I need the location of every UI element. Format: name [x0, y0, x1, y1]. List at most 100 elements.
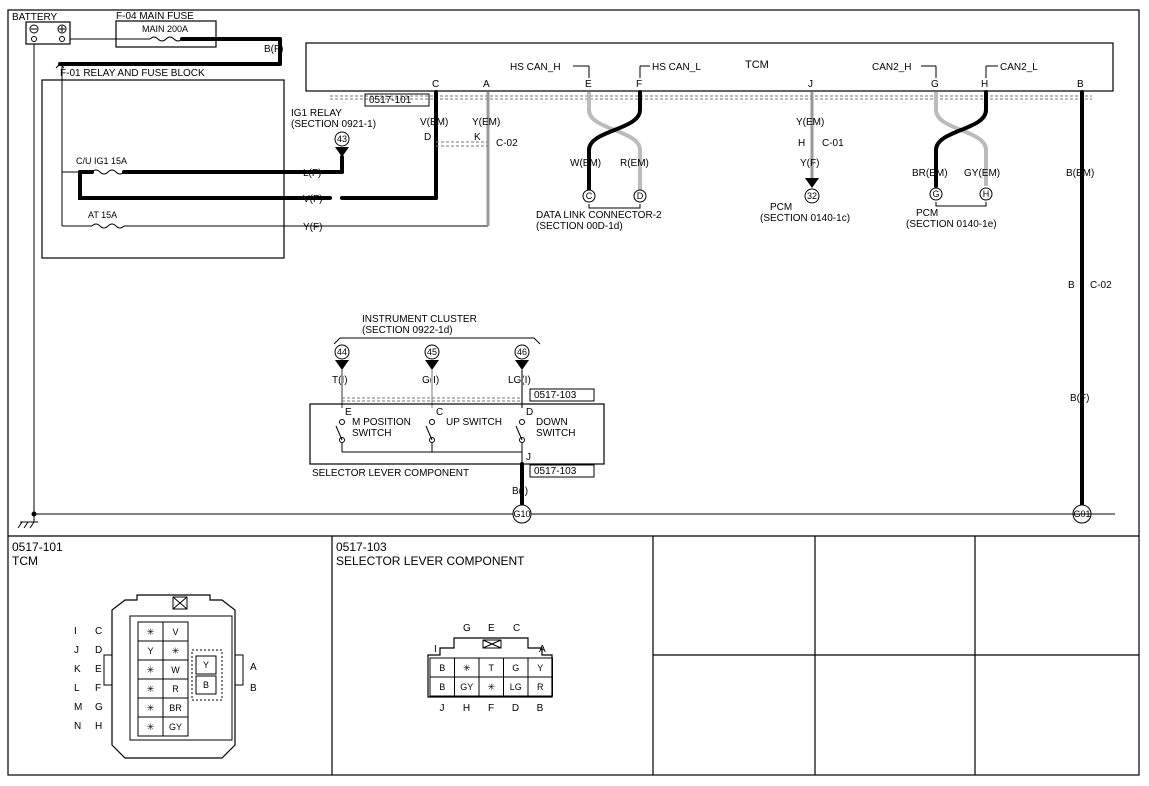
svg-text:G(I): G(I)	[422, 375, 439, 386]
sel-pin-value: R	[537, 682, 544, 692]
dlc-section: (SECTION 00D-1d)	[536, 221, 623, 232]
tcm-pin-value: ✳	[147, 684, 155, 694]
v-em-label: V(EM)	[420, 117, 448, 128]
svg-text:B(F): B(F)	[1070, 393, 1089, 404]
svg-text:D: D	[637, 191, 644, 201]
main-fuse-symbol	[149, 36, 183, 42]
svg-text:SWITCH: SWITCH	[536, 428, 575, 439]
tcm-pin-label: D	[95, 645, 102, 656]
tcm-pin-label: F	[95, 683, 101, 694]
tcm-pin-value: ✳	[172, 646, 180, 656]
cu-ig1-fuse-symbol	[91, 169, 125, 175]
yf-label: Y(F)	[303, 222, 322, 233]
tcm-box	[305, 42, 1114, 92]
at15-fuse-symbol	[91, 223, 125, 229]
m-position-label: M POSITION	[352, 417, 411, 428]
svg-text:H: H	[983, 189, 990, 199]
sel-pin-label: F	[488, 703, 494, 714]
svg-text:H: H	[798, 138, 805, 149]
tcm-pin-label: I	[74, 626, 77, 637]
tcm-pin-b: B	[1077, 79, 1084, 90]
tcm-pin-label: H	[95, 721, 102, 732]
tcm-pin-value: R	[172, 684, 179, 694]
c01-label: C-01	[822, 138, 844, 149]
can2-l-label: CAN2_L	[1000, 62, 1038, 73]
tcm-pin-c: C	[432, 79, 439, 90]
svg-text:K: K	[474, 132, 481, 143]
tcm-pin-value: W	[171, 665, 180, 675]
tcm-pin-label-b: B	[250, 683, 257, 694]
sel-pin-label: D	[512, 703, 519, 714]
tcm-pin-value: B	[203, 680, 209, 690]
svg-text:45: 45	[427, 347, 437, 357]
m-position-switch	[335, 425, 343, 441]
tcm-pin-j: J	[808, 79, 813, 90]
tcm-connector-name: TCM	[12, 554, 38, 568]
sel-connector-face	[427, 637, 553, 698]
pcm1-section: (SECTION 0140-1c)	[760, 213, 850, 224]
svg-text:B(EM): B(EM)	[1066, 168, 1094, 179]
tcm-connector-face	[103, 594, 244, 759]
svg-text:0517-103: 0517-103	[534, 466, 577, 477]
tcm-pin-a: A	[483, 79, 490, 90]
tcm-pin-label: L	[74, 683, 80, 694]
selector-lever-label: SELECTOR LEVER COMPONENT	[312, 468, 469, 479]
tcm-pin-label: G	[95, 702, 103, 713]
tcm-pin-value: V	[172, 627, 178, 637]
y-em-label: Y(EM)	[472, 117, 500, 128]
vf-label: V(F)	[303, 194, 322, 205]
svg-text:C: C	[436, 407, 443, 418]
lf-label: L(F)	[303, 168, 321, 179]
svg-text:B(I): B(I)	[512, 486, 528, 497]
svg-text:J: J	[526, 452, 531, 463]
sel-pin-value: LG	[510, 682, 522, 692]
hs-can-h-label: HS CAN_H	[510, 62, 561, 73]
br-em-label: BR(EM)	[912, 168, 948, 179]
relay-block-label: F-01 RELAY AND FUSE BLOCK	[60, 68, 205, 79]
svg-text:E: E	[488, 623, 495, 634]
diagram-frame	[7, 9, 1140, 776]
sel-pin-label: H	[463, 703, 470, 714]
tcm-pin-cell	[195, 655, 217, 675]
sel-pin-value: ✳	[463, 663, 471, 673]
svg-text:D: D	[424, 132, 431, 143]
tcm-pin-cell	[195, 675, 217, 695]
sel-pin-label: B	[537, 703, 544, 714]
pcm2-label: PCM	[916, 208, 938, 219]
sel-pin-value: GY	[460, 682, 473, 692]
up-switch	[425, 425, 433, 441]
svg-text:32: 32	[807, 191, 817, 201]
tcm-pin-value: BR	[169, 703, 182, 713]
cu-ig1-fuse-label: C/U IG1 15A	[76, 156, 127, 166]
tcm-pin-value: Y	[203, 660, 209, 670]
svg-text:SWITCH: SWITCH	[352, 428, 391, 439]
ground-g10	[512, 504, 532, 524]
ig1-relay-label: IG1 RELAY	[291, 108, 342, 119]
dlc-label: DATA LINK CONNECTOR-2	[536, 210, 662, 221]
svg-text:I: I	[434, 644, 437, 655]
tcm-pin-label: M	[74, 702, 82, 713]
svg-text:G10: G10	[513, 509, 530, 519]
sel-pin-cell	[527, 676, 553, 697]
sel-pin-value: B	[439, 682, 445, 692]
battery-symbol	[25, 21, 71, 45]
down-switch	[515, 425, 523, 441]
tcm-pin-label: K	[74, 664, 81, 675]
sel-pin-value: Y	[537, 663, 543, 673]
tcm-pin-label: E	[95, 664, 102, 675]
tcm-pin-label: C	[95, 626, 102, 637]
tcm-pin-value: Y	[147, 646, 153, 656]
tcm-pin-value: ✳	[147, 627, 155, 637]
svg-text:T(I): T(I)	[332, 375, 348, 386]
sel-pin-value: ✳	[487, 682, 495, 692]
svg-text:LG(I): LG(I)	[508, 375, 531, 386]
c02-label: C-02	[496, 138, 518, 149]
sel-pin-label: J	[440, 703, 445, 714]
sel-pin-value: G	[512, 663, 519, 673]
tcm-title: TCM	[745, 59, 769, 71]
svg-text:Y(EM): Y(EM)	[796, 117, 824, 128]
svg-text:G: G	[463, 623, 471, 634]
sel-connector-id: 0517-103	[336, 540, 387, 554]
